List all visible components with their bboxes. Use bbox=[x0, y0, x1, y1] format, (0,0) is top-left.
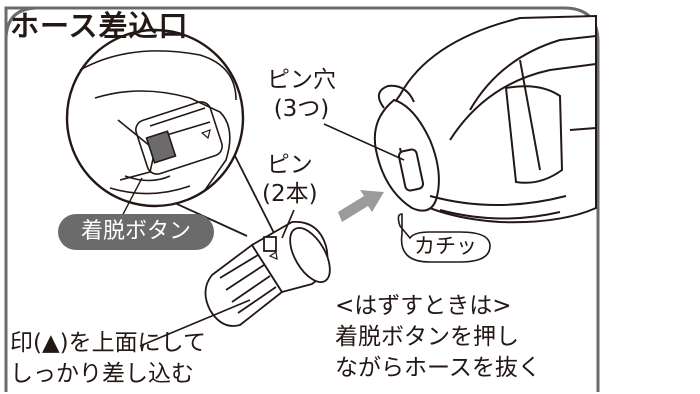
cleaner-body bbox=[373, 14, 597, 224]
pin-leader-line bbox=[281, 209, 295, 239]
title-tab bbox=[4, 6, 232, 52]
zoom-circle bbox=[65, 28, 245, 208]
release-button-badge: 着脱ボタン bbox=[58, 214, 214, 250]
insert-instruction: 印(▲)を上面にして しっかり差し込む bbox=[10, 330, 206, 387]
removal-instruction: <はずすときは> 着脱ボタンを押し ながらホースを抜く bbox=[335, 293, 541, 381]
zoom-line-right bbox=[231, 149, 276, 236]
insert-arrow bbox=[338, 190, 384, 222]
zoom-detail bbox=[79, 50, 237, 195]
hose-leader-line bbox=[139, 299, 251, 347]
pin-hole-label: ピン穴 (3つ) bbox=[267, 67, 336, 122]
page-title: ホース差込口 bbox=[10, 9, 189, 43]
pin-hole-leader-line bbox=[323, 123, 405, 161]
pin-label: ピン (2本) bbox=[262, 152, 318, 207]
click-bubble bbox=[397, 213, 491, 263]
click-sound-text: カチッ bbox=[414, 234, 477, 258]
badge-pointer bbox=[119, 177, 143, 221]
hose-connector bbox=[204, 221, 331, 327]
